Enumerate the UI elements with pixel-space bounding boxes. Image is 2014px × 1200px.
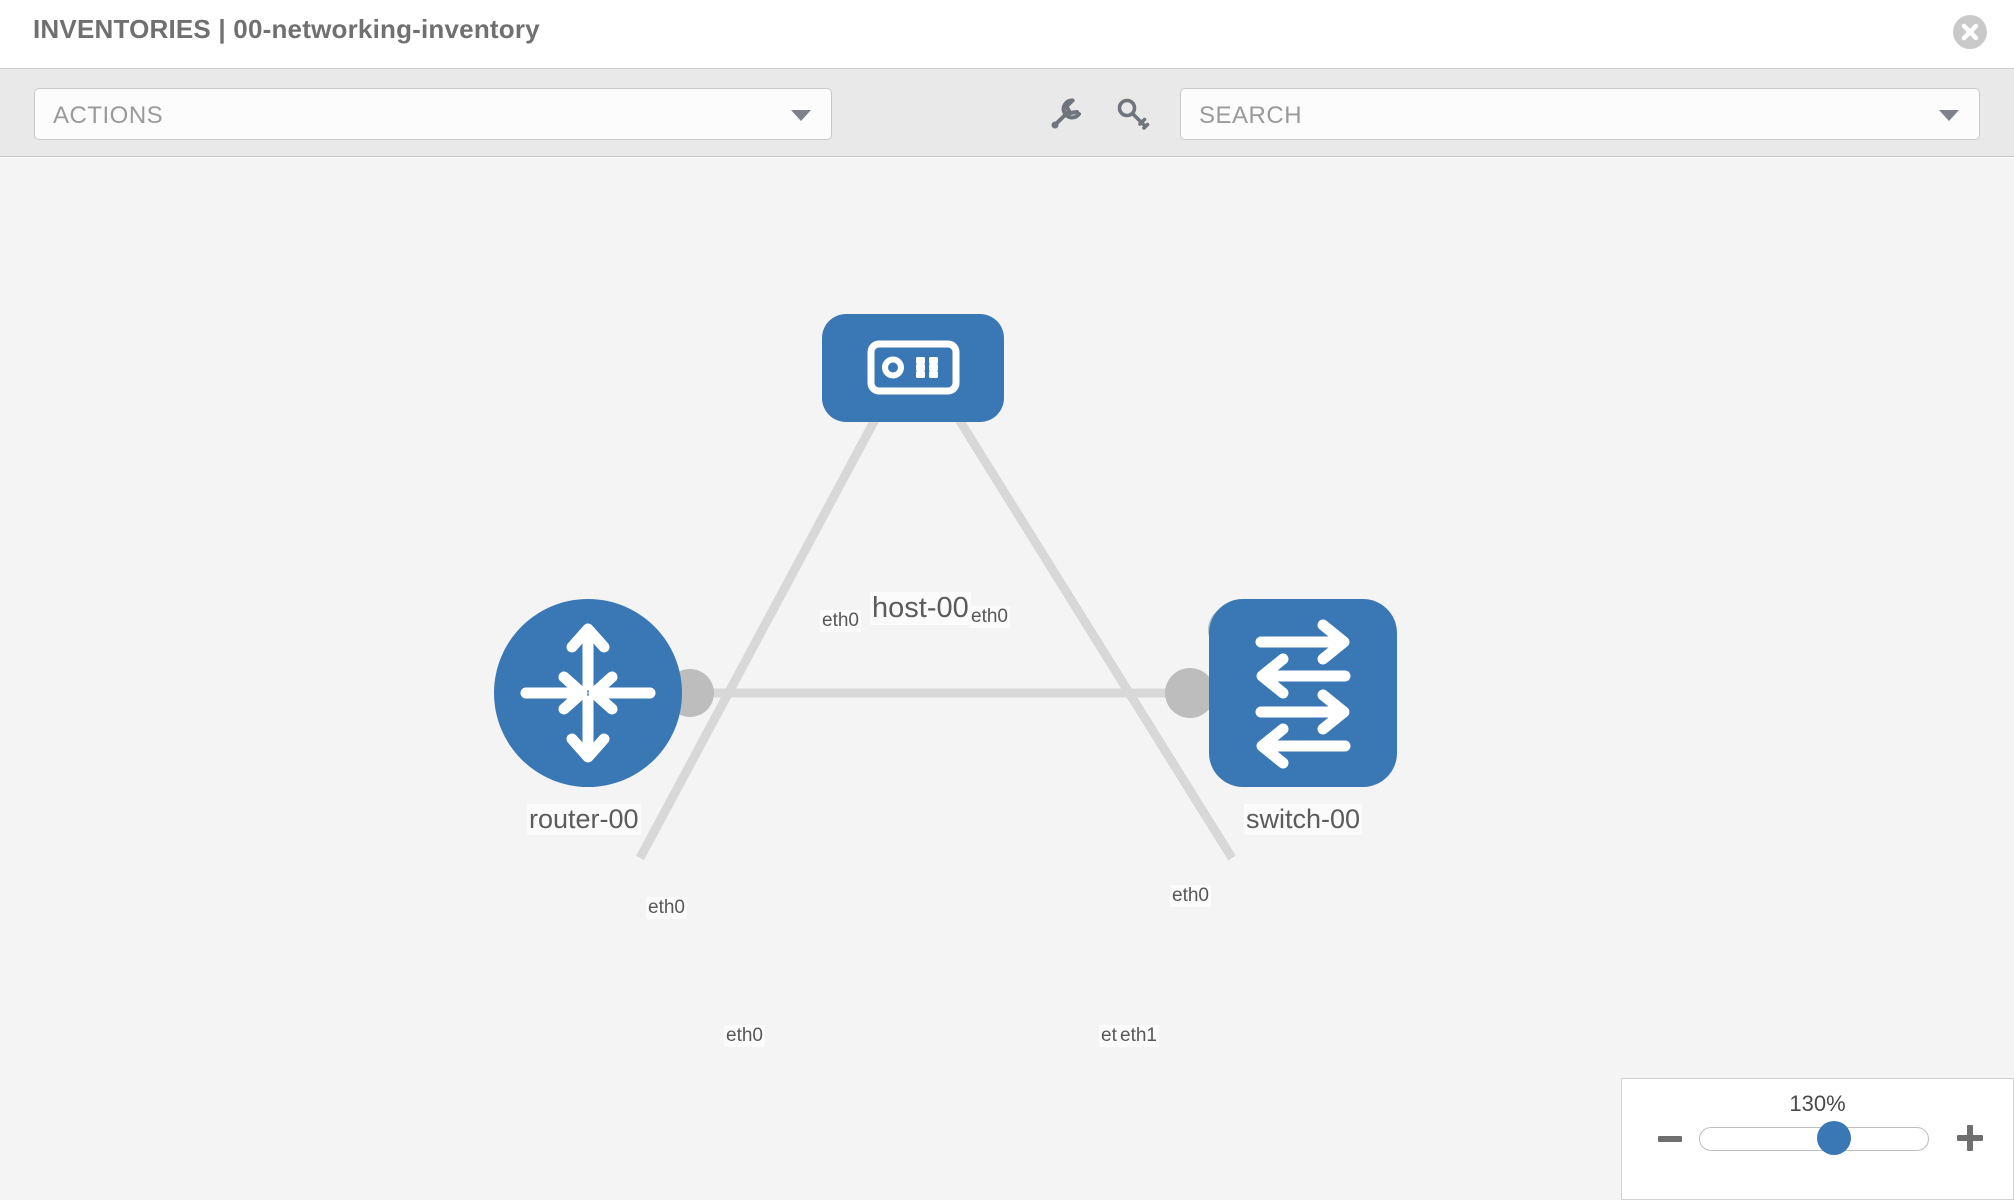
node-label-host-00: host-00 bbox=[870, 592, 971, 626]
iface-label-host-eth0-left: eth0 bbox=[820, 610, 861, 632]
close-icon[interactable] bbox=[1952, 14, 1988, 50]
toolbar: ACTIONS bbox=[0, 69, 2014, 157]
zoom-slider-thumb[interactable] bbox=[1816, 1121, 1851, 1155]
page-header: INVENTORIES | 00-networking-inventory bbox=[0, 0, 2014, 69]
plus-icon[interactable] bbox=[1957, 1125, 1983, 1151]
link-lines bbox=[636, 370, 1236, 861]
connector-switch-left bbox=[1165, 668, 1215, 718]
zoom-control-panel: 130% bbox=[1621, 1078, 2014, 1200]
link-host-router bbox=[636, 370, 904, 861]
topology-canvas[interactable]: host-00 router-00 switch-00 eth0 eth0 et… bbox=[0, 158, 2014, 1200]
iface-label-switch-eth0-diagonal: eth0 bbox=[1170, 885, 1211, 907]
iface-label-host-eth0-right: eth0 bbox=[969, 606, 1010, 628]
node-switch-00[interactable] bbox=[1209, 599, 1397, 787]
minus-icon[interactable] bbox=[1658, 1136, 1682, 1142]
link-host-switch bbox=[926, 370, 1236, 861]
chevron-down-icon bbox=[791, 110, 811, 121]
chevron-down-icon[interactable] bbox=[1939, 110, 1959, 121]
node-host-00[interactable] bbox=[822, 314, 1004, 422]
key-icon[interactable] bbox=[1114, 95, 1152, 133]
zoom-level-value: 130% bbox=[1789, 1091, 1846, 1116]
search-input[interactable]: SEARCH bbox=[1180, 88, 1980, 140]
node-router-00[interactable] bbox=[494, 599, 682, 787]
page-title: INVENTORIES | 00-networking-inventory bbox=[33, 14, 540, 44]
node-label-switch-00: switch-00 bbox=[1244, 804, 1363, 836]
node-label-router-00: router-00 bbox=[527, 804, 641, 836]
topology-graph bbox=[494, 314, 1397, 861]
iface-label-router-eth0-diagonal: eth0 bbox=[646, 897, 687, 919]
iface-label-switch-eth1: eth1 bbox=[1118, 1025, 1159, 1047]
search-placeholder: SEARCH bbox=[1199, 102, 1303, 129]
actions-dropdown[interactable]: ACTIONS bbox=[34, 88, 832, 140]
wrench-icon[interactable] bbox=[1047, 95, 1085, 133]
actions-dropdown-label: ACTIONS bbox=[53, 102, 164, 129]
zoom-slider-track[interactable] bbox=[1699, 1127, 1929, 1151]
iface-label-router-eth0-horizontal: eth0 bbox=[724, 1025, 765, 1047]
